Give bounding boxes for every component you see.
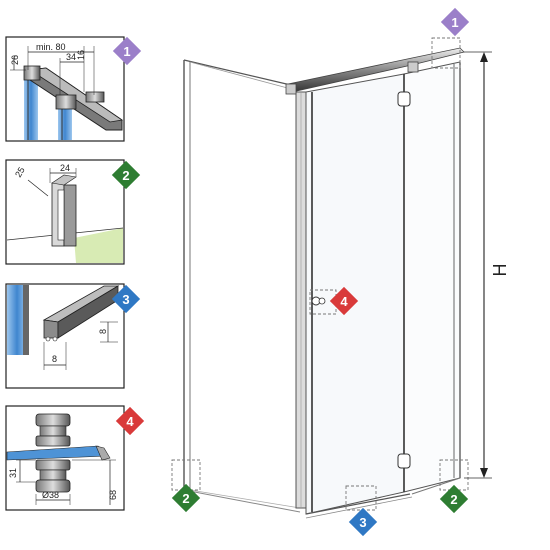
badge-number: 4 <box>126 414 134 429</box>
dim-68: 68 <box>108 490 118 500</box>
clamp-bracket-1 <box>55 94 77 110</box>
detail-panel-2: 24 25 <box>5 159 125 265</box>
height-label: H <box>490 264 510 277</box>
floor-area <box>74 228 123 263</box>
dim-24: 24 <box>60 163 70 173</box>
badge-3-main: 3 <box>348 507 378 537</box>
dim-8-height: 8 <box>98 329 108 334</box>
dim-16: 16 <box>76 50 86 60</box>
dim-diameter-38: Ø38 <box>42 490 59 500</box>
marker-box-3 <box>345 485 377 511</box>
glass-edge <box>7 285 27 355</box>
bar-connector-left <box>285 83 297 95</box>
badge-1-main: 1 <box>440 7 470 37</box>
badge-4-main: 4 <box>329 286 359 316</box>
knob-top <box>35 413 71 427</box>
badge-2-main-left: 2 <box>171 483 201 513</box>
bottom-threshold <box>305 493 411 515</box>
badge-number: 2 <box>182 491 189 506</box>
badge-2-main-right: 2 <box>439 484 469 514</box>
dim-8-width: 8 <box>52 354 57 364</box>
glass-panel-right <box>58 104 72 140</box>
dim-34: 34 <box>66 52 76 62</box>
detail-panel-1: min. 80 34 16 26 <box>5 36 125 142</box>
knob-bottom <box>35 479 71 493</box>
door-hinge-top <box>397 91 411 107</box>
badge-number: 1 <box>123 44 130 59</box>
clamp-bracket-2 <box>85 91 105 103</box>
door-hinge-bottom <box>397 453 411 469</box>
bar-connector-right <box>407 61 419 73</box>
dim-25: 25 <box>13 165 27 179</box>
badge-number: 3 <box>122 292 129 307</box>
badge-number: 2 <box>450 492 457 507</box>
detail-panel-3: 8 8 <box>5 283 125 389</box>
badge-number: 2 <box>122 168 129 183</box>
badge-number: 4 <box>340 294 348 309</box>
wall-bracket-1 <box>23 65 41 81</box>
dim-min80: min. 80 <box>36 42 66 52</box>
door-seal-profile <box>43 319 59 339</box>
badge-number: 1 <box>451 15 458 30</box>
dim-26: 26 <box>10 55 20 65</box>
badge-number: 3 <box>359 515 366 530</box>
door-panel <box>403 61 461 493</box>
shower-enclosure: H <box>171 37 510 519</box>
detail-panel-4: 31 Ø38 68 <box>5 405 125 511</box>
marker-box-1 <box>431 37 461 69</box>
front-fixed-panel <box>305 73 405 515</box>
dim-31: 31 <box>8 468 18 478</box>
